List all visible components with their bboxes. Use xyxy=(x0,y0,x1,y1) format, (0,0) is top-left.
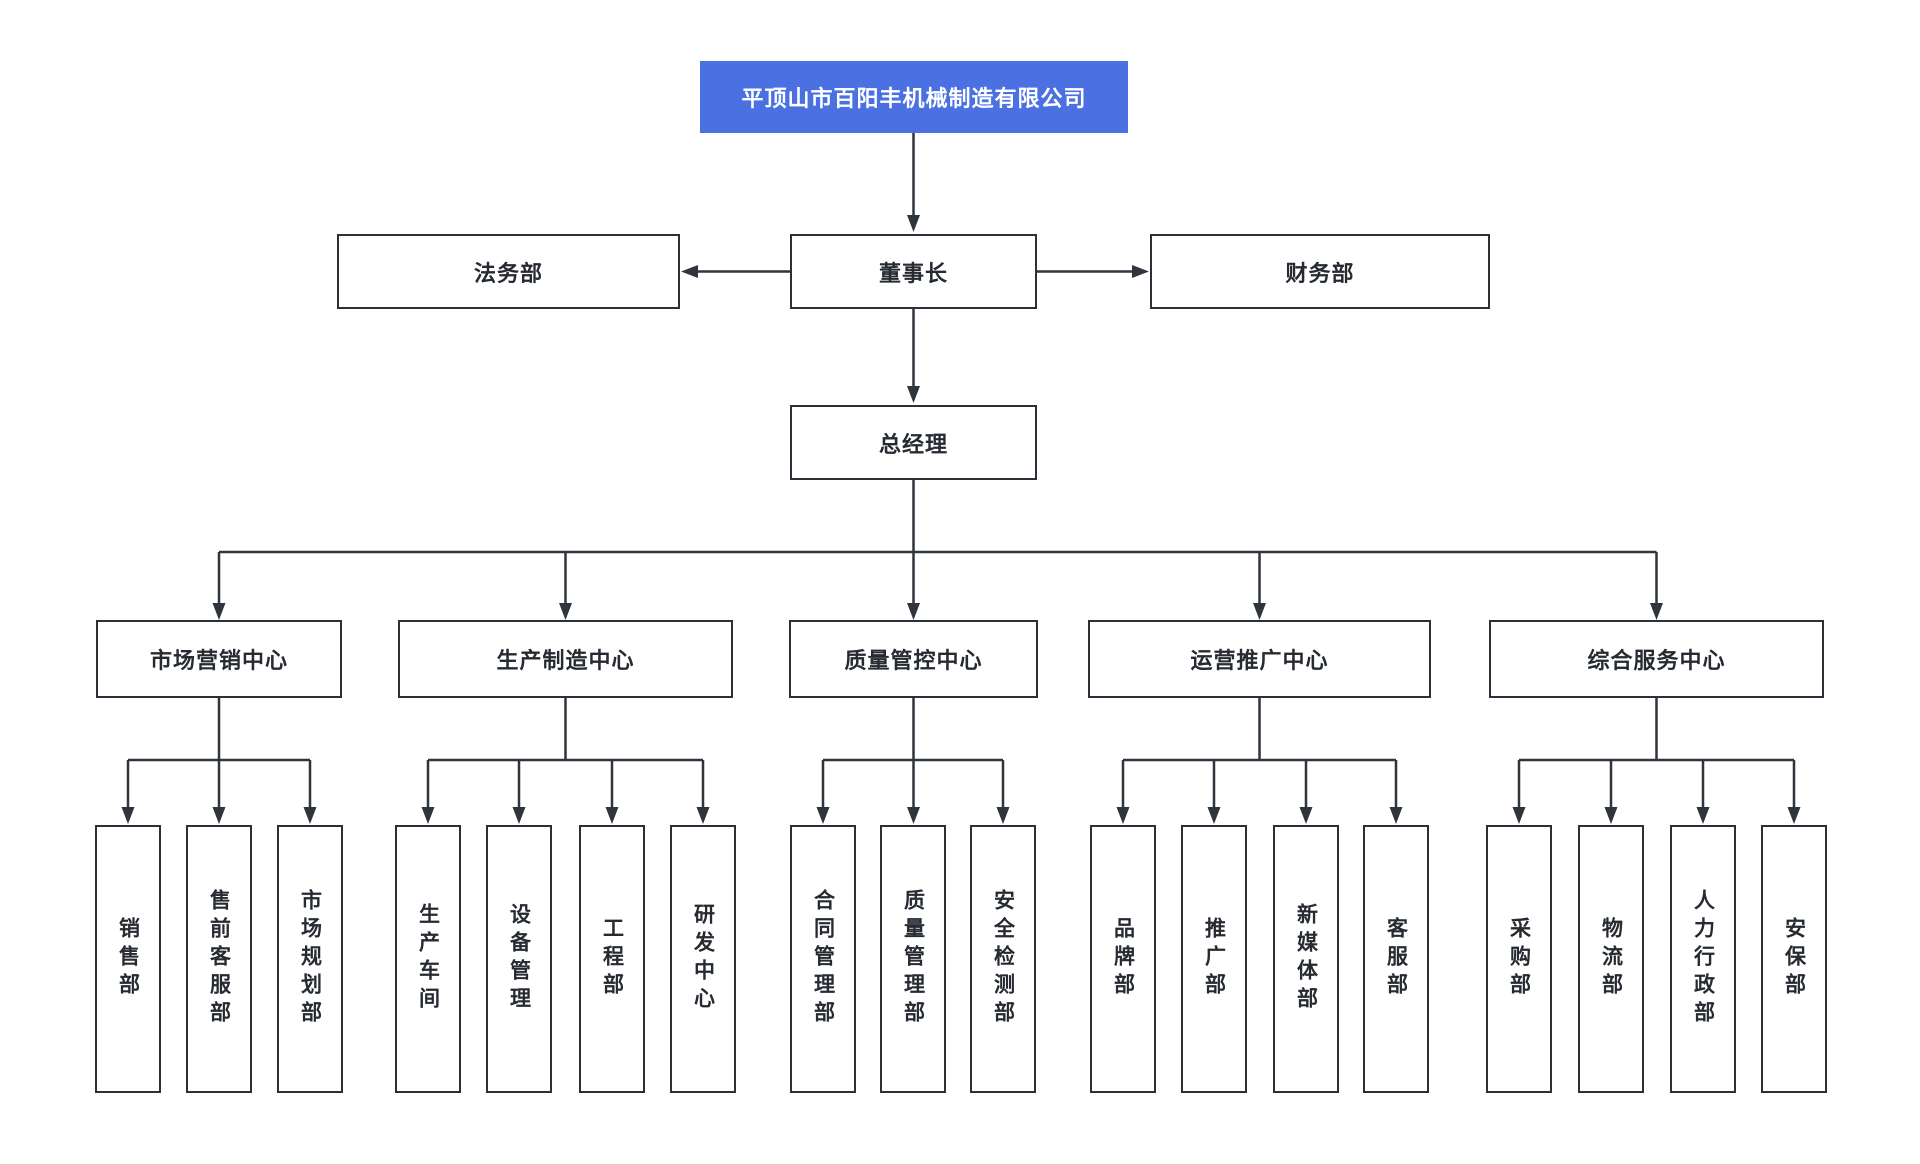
center-label: 市场营销中心 xyxy=(149,648,288,673)
node-chairman: 董事长 xyxy=(790,234,1037,309)
chairman-label: 董事长 xyxy=(878,260,948,286)
dept-label: 安保部 xyxy=(1782,917,1806,1001)
finance-dept-label: 财务部 xyxy=(1285,260,1355,286)
dept-label: 设备管理 xyxy=(507,903,531,1015)
connector-lines xyxy=(126,133,1796,812)
arrowhead-right xyxy=(1132,265,1149,278)
node-dept: 生产车间 xyxy=(395,825,461,1093)
dept-label: 售前客服部 xyxy=(207,889,231,1029)
dept-label: 合同管理部 xyxy=(811,889,835,1029)
center-label: 质量管控中心 xyxy=(844,648,983,673)
node-finance-dept: 财务部 xyxy=(1150,234,1490,309)
dept-label: 销售部 xyxy=(116,917,140,1001)
legal-dept-label: 法务部 xyxy=(473,260,543,286)
dept-label: 推广部 xyxy=(1202,917,1226,1001)
dept-label: 质量管理部 xyxy=(901,889,925,1029)
node-dept: 销售部 xyxy=(95,825,161,1093)
center-label: 生产制造中心 xyxy=(496,648,635,673)
dept-label: 生产车间 xyxy=(416,903,440,1015)
node-dept: 安保部 xyxy=(1761,825,1827,1093)
node-dept: 物流部 xyxy=(1578,825,1644,1093)
node-dept: 客服部 xyxy=(1363,825,1429,1093)
arrowhead-left xyxy=(681,265,698,278)
node-center-manufacturing: 生产制造中心 xyxy=(398,620,733,698)
dept-label: 新媒体部 xyxy=(1294,903,1318,1015)
node-dept: 品牌部 xyxy=(1090,825,1156,1093)
node-center-marketing: 市场营销中心 xyxy=(96,620,342,698)
node-dept: 安全检测部 xyxy=(970,825,1036,1093)
company-label: 平顶山市百阳丰机械制造有限公司 xyxy=(741,86,1087,111)
dept-label: 品牌部 xyxy=(1111,917,1135,1001)
dept-label: 研发中心 xyxy=(691,903,715,1015)
node-dept: 设备管理 xyxy=(486,825,552,1093)
node-legal-dept: 法务部 xyxy=(337,234,680,309)
node-dept: 质量管理部 xyxy=(880,825,946,1093)
node-dept: 售前客服部 xyxy=(186,825,252,1093)
dept-label: 客服部 xyxy=(1384,917,1408,1001)
node-dept: 采购部 xyxy=(1486,825,1552,1093)
dept-label: 工程部 xyxy=(600,917,624,1001)
node-general-manager: 总经理 xyxy=(790,405,1037,480)
node-dept: 研发中心 xyxy=(670,825,736,1093)
general-manager-label: 总经理 xyxy=(878,431,948,457)
node-dept: 人力行政部 xyxy=(1670,825,1736,1093)
dept-label: 采购部 xyxy=(1507,917,1531,1001)
node-center-services: 综合服务中心 xyxy=(1489,620,1824,698)
dept-label: 安全检测部 xyxy=(991,889,1015,1029)
node-center-operations: 运营推广中心 xyxy=(1088,620,1431,698)
dept-label: 市场规划部 xyxy=(298,889,322,1029)
center-label: 运营推广中心 xyxy=(1190,648,1329,673)
node-center-quality: 质量管控中心 xyxy=(789,620,1038,698)
center-label: 综合服务中心 xyxy=(1587,648,1726,673)
node-company: 平顶山市百阳丰机械制造有限公司 xyxy=(700,61,1128,133)
connectors xyxy=(121,133,1801,824)
dept-label: 人力行政部 xyxy=(1691,889,1715,1029)
node-dept: 工程部 xyxy=(579,825,645,1093)
node-dept: 推广部 xyxy=(1181,825,1247,1093)
node-dept: 合同管理部 xyxy=(790,825,856,1093)
node-dept: 新媒体部 xyxy=(1273,825,1339,1093)
dept-label: 物流部 xyxy=(1599,917,1623,1001)
node-dept: 市场规划部 xyxy=(277,825,343,1093)
